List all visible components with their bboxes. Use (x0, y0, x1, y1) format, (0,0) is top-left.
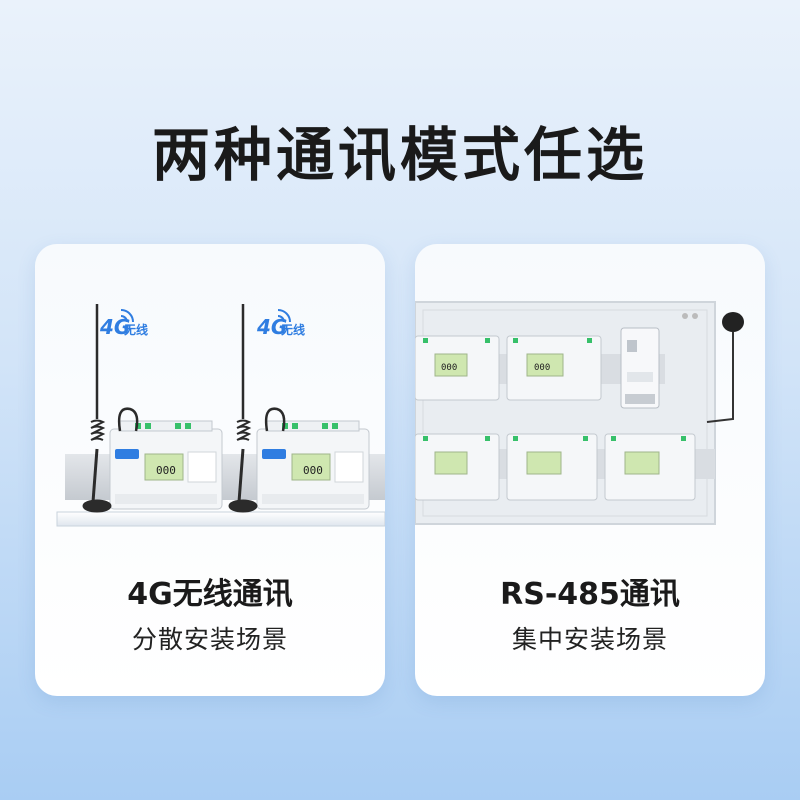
illustration-rs485-panel: 000 000 (415, 301, 744, 525)
meter-2: 000 (256, 420, 370, 510)
page-title: 两种通讯模式任选 (151, 121, 648, 189)
svg-text:无线: 无线 (123, 322, 148, 337)
card-heading: 4G无线通讯 (127, 577, 293, 612)
panel-meter-2: 000 (506, 335, 602, 401)
4g-wireless-badge-1: 4G 无线 (99, 309, 148, 339)
rs485-cable (706, 312, 744, 423)
antenna-2 (228, 304, 286, 513)
meter-1-display: 000 (156, 464, 176, 477)
meter-1: 000 (109, 420, 223, 510)
rs485-converter-module (620, 327, 660, 409)
panel-meter-5 (604, 433, 696, 501)
card-rs485: 000 000 (415, 244, 765, 696)
4g-wireless-badge-2: 4G 无线 (256, 309, 305, 339)
card-4g-wireless: 000 4G 无线 000 (35, 244, 385, 696)
card-heading: RS-485通讯 (500, 577, 680, 612)
shelf (56, 511, 385, 527)
antenna-1 (82, 304, 139, 513)
panel-meter-1-display: 000 (441, 363, 457, 373)
svg-text:无线: 无线 (280, 322, 305, 337)
panel-meter-1: 000 (415, 335, 500, 401)
panel-meter-3 (415, 433, 500, 501)
panel-meter-4 (506, 433, 598, 501)
card-subheading: 分散安装场景 (131, 625, 288, 654)
card-subheading: 集中安装场景 (511, 625, 668, 654)
illustration-4g-meters: 000 4G 无线 000 (56, 304, 385, 527)
panel-meter-2-display: 000 (534, 363, 550, 373)
meter-2-display: 000 (303, 464, 323, 477)
